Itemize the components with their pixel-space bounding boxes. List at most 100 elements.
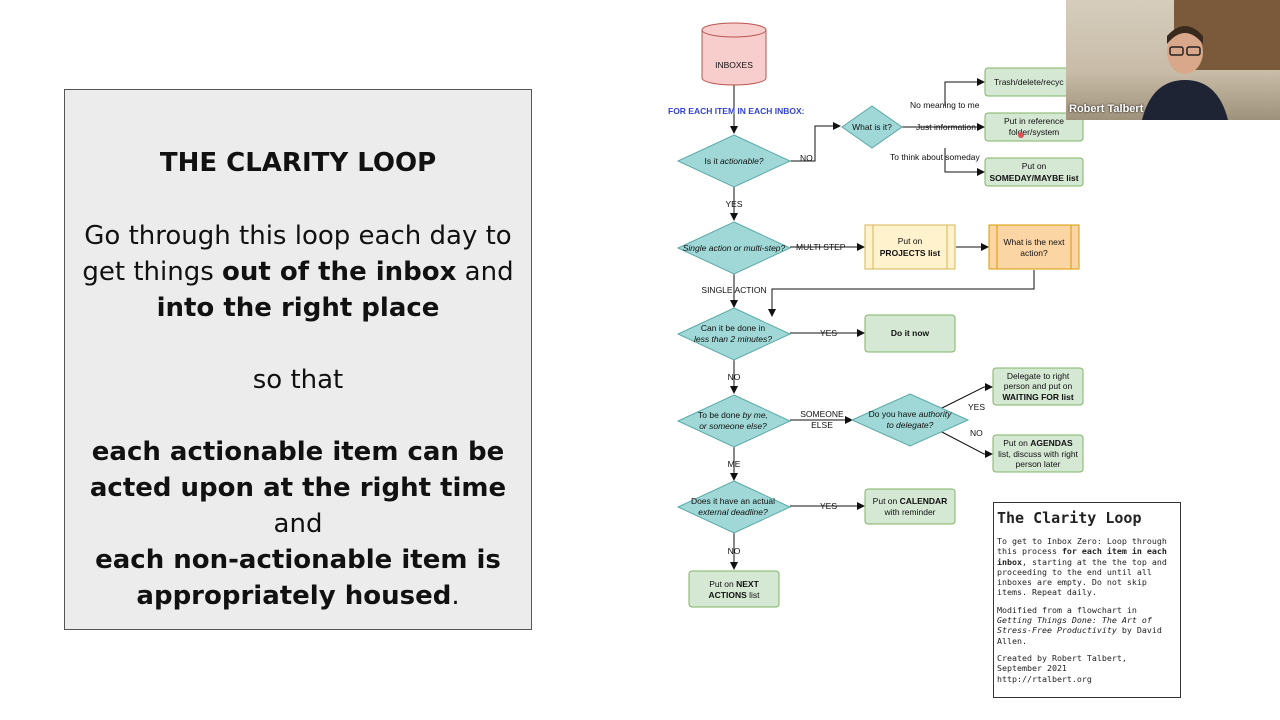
box-delegate-line1: Delegate to right (1007, 371, 1070, 381)
cursor-dot-icon (1018, 132, 1024, 138)
connectors (730, 78, 1035, 570)
note-paragraph-3: Created by Robert Talbert, September 202… (997, 653, 1176, 684)
box-someday-line2: SOMEDAY/MAYBE list (989, 173, 1078, 183)
next-actions-b: NEXT (736, 579, 759, 589)
flow-header: FOR EACH ITEM IN EACH INBOX: (668, 106, 805, 116)
inboxes-node: INBOXES (701, 22, 767, 86)
box-calendar-line1: Put on CALENDAR (873, 496, 948, 506)
box-reference-shape (984, 112, 1084, 142)
note-p2-c: by David Allen. (997, 625, 1162, 646)
decision-by-me: To be done by me, or someone else? (676, 394, 792, 448)
p3-line4: appropriately housed. (65, 578, 531, 614)
label-no-meaning: No meaning to me (910, 100, 980, 110)
box-delegate-line2: person and put on (1004, 381, 1073, 391)
p3-line2-b: and (273, 509, 323, 539)
p3-line2: acted upon at the right time and (65, 470, 531, 542)
q-authority-b: authority (919, 409, 952, 419)
box-calendar-line2: with reminder (883, 507, 935, 517)
edge-no-meaning (944, 78, 985, 106)
q-authority-a: Do you have (869, 409, 919, 419)
q-by-me-a: To be done (698, 410, 742, 420)
box-do-it-now: Do it now (864, 314, 956, 353)
p1-line1: Go through this loop each day to (84, 221, 512, 251)
note-title: The Clarity Loop (997, 509, 1142, 527)
box-reference: Put in reference folder/system (984, 112, 1084, 142)
box-delegate-shape (992, 367, 1084, 406)
clarity-loop-note: The Clarity Loop To get to Inbox Zero: L… (993, 502, 1181, 698)
slide-text-panel: THE CLARITY LOOP Go through this loop ea… (64, 89, 532, 630)
p1-line2-c: and (456, 257, 514, 287)
participant-name: Robert Talbert (1069, 103, 1144, 115)
box-calendar: Put on CALENDAR with reminder (864, 488, 956, 525)
p3-line3: each non-actionable item is (65, 542, 531, 578)
inboxes-body (701, 30, 767, 86)
box-agendas-shape (992, 434, 1084, 473)
label-no-3: NO (970, 428, 983, 438)
note-p2-a: Modified from a flowchart in (997, 604, 1137, 615)
label-single-action: SINGLE ACTION (701, 285, 766, 295)
p3-line3-b: each non-actionable item is (95, 545, 501, 575)
box-projects-line2: PROJECTS list (880, 248, 941, 258)
participant-avatar-icon (1142, 26, 1228, 120)
q-by-me-b: by me, (742, 410, 768, 420)
label-no-1: NO (800, 153, 813, 163)
decision-what-shape (841, 105, 903, 149)
p3-line1-b: each actionable item can be (91, 437, 505, 467)
note-paragraph-1: To get to Inbox Zero: Loop through this … (997, 536, 1176, 598)
decision-what-label: What is it? (852, 122, 892, 132)
label-someone-1: SOMEONE (800, 409, 844, 419)
decision-single-label: Single action or multi-step? (683, 243, 786, 253)
decision-deadline-line1: Does it have an actual (691, 496, 775, 506)
note-p1-c: , starting at the the top and proceeding… (997, 556, 1167, 598)
decision-authority-line2: to delegate? (887, 420, 934, 430)
box-do-it-shape (864, 314, 956, 353)
box-calendar-shape (864, 488, 956, 525)
box-trash-label: Trash/delete/recyc (994, 77, 1064, 87)
label-yes-2: YES (820, 328, 837, 338)
p1-line2-a: get things (82, 257, 223, 287)
box-do-it-label: Do it now (891, 328, 930, 338)
box-someday: Put on SOMEDAY/MAYBE list (984, 157, 1084, 187)
p3-line4-a: appropriately housed (136, 581, 452, 611)
slide-paragraph-3: each actionable item can be acted upon a… (65, 434, 531, 614)
participant-video-tile[interactable]: Robert Talbert (1066, 0, 1280, 120)
calendar-b: CALENDAR (900, 496, 948, 506)
decision-by-me-shape (676, 394, 792, 448)
p3-line4-b: . (451, 581, 460, 611)
decision-authority: Do you have authority to delegate? (850, 393, 970, 447)
note-paragraph-2: Modified from a flowchart in Getting Thi… (997, 605, 1176, 646)
decision-authority-shape (850, 393, 970, 447)
edge-next-loop (768, 270, 1035, 317)
next-actions-c: ACTIONS (709, 590, 748, 600)
p3-line1: each actionable item can be (65, 434, 531, 470)
box-next-actions: Put on NEXT ACTIONS list (688, 570, 780, 608)
inboxes-label: INBOXES (715, 60, 753, 70)
p1-line3-b: into the right place (156, 293, 440, 323)
decision-single-multi: Single action or multi-step? (676, 221, 792, 275)
decision-two-min-line1: Can it be done in (701, 323, 766, 333)
p1-line3: into the right place (65, 290, 531, 326)
label-just-info: Just information (916, 122, 976, 132)
edge-actionable-no (789, 122, 841, 162)
p1-line2: get things out of the inbox and (65, 254, 531, 290)
label-yes-4: YES (820, 501, 837, 511)
decision-deadline-shape (676, 480, 792, 534)
decision-by-me-line2: or someone else? (699, 421, 767, 431)
label-someone-2: ELSE (811, 420, 833, 430)
edge-authority-no (939, 430, 993, 458)
box-next-shape (988, 224, 1080, 270)
decision-two-min-shape (676, 307, 792, 361)
label-no-2: NO (728, 372, 741, 382)
box-someday-shape (984, 157, 1084, 187)
note-p3-line3: http://rtalbert.org (997, 673, 1092, 684)
box-agendas-line3: person later (1016, 459, 1061, 469)
decision-by-me-line1: To be done by me, (698, 410, 768, 420)
decision-authority-line1: Do you have authority (869, 409, 952, 419)
box-next-line1: What is the next (1004, 237, 1066, 247)
calendar-a: Put on (873, 496, 900, 506)
box-agendas: Put on AGENDAS list, discuss with right … (992, 434, 1084, 473)
box-reference-line1: Put in reference (1004, 116, 1064, 126)
edge-authority-yes (939, 383, 993, 410)
decision-actionable-shape (676, 134, 792, 188)
